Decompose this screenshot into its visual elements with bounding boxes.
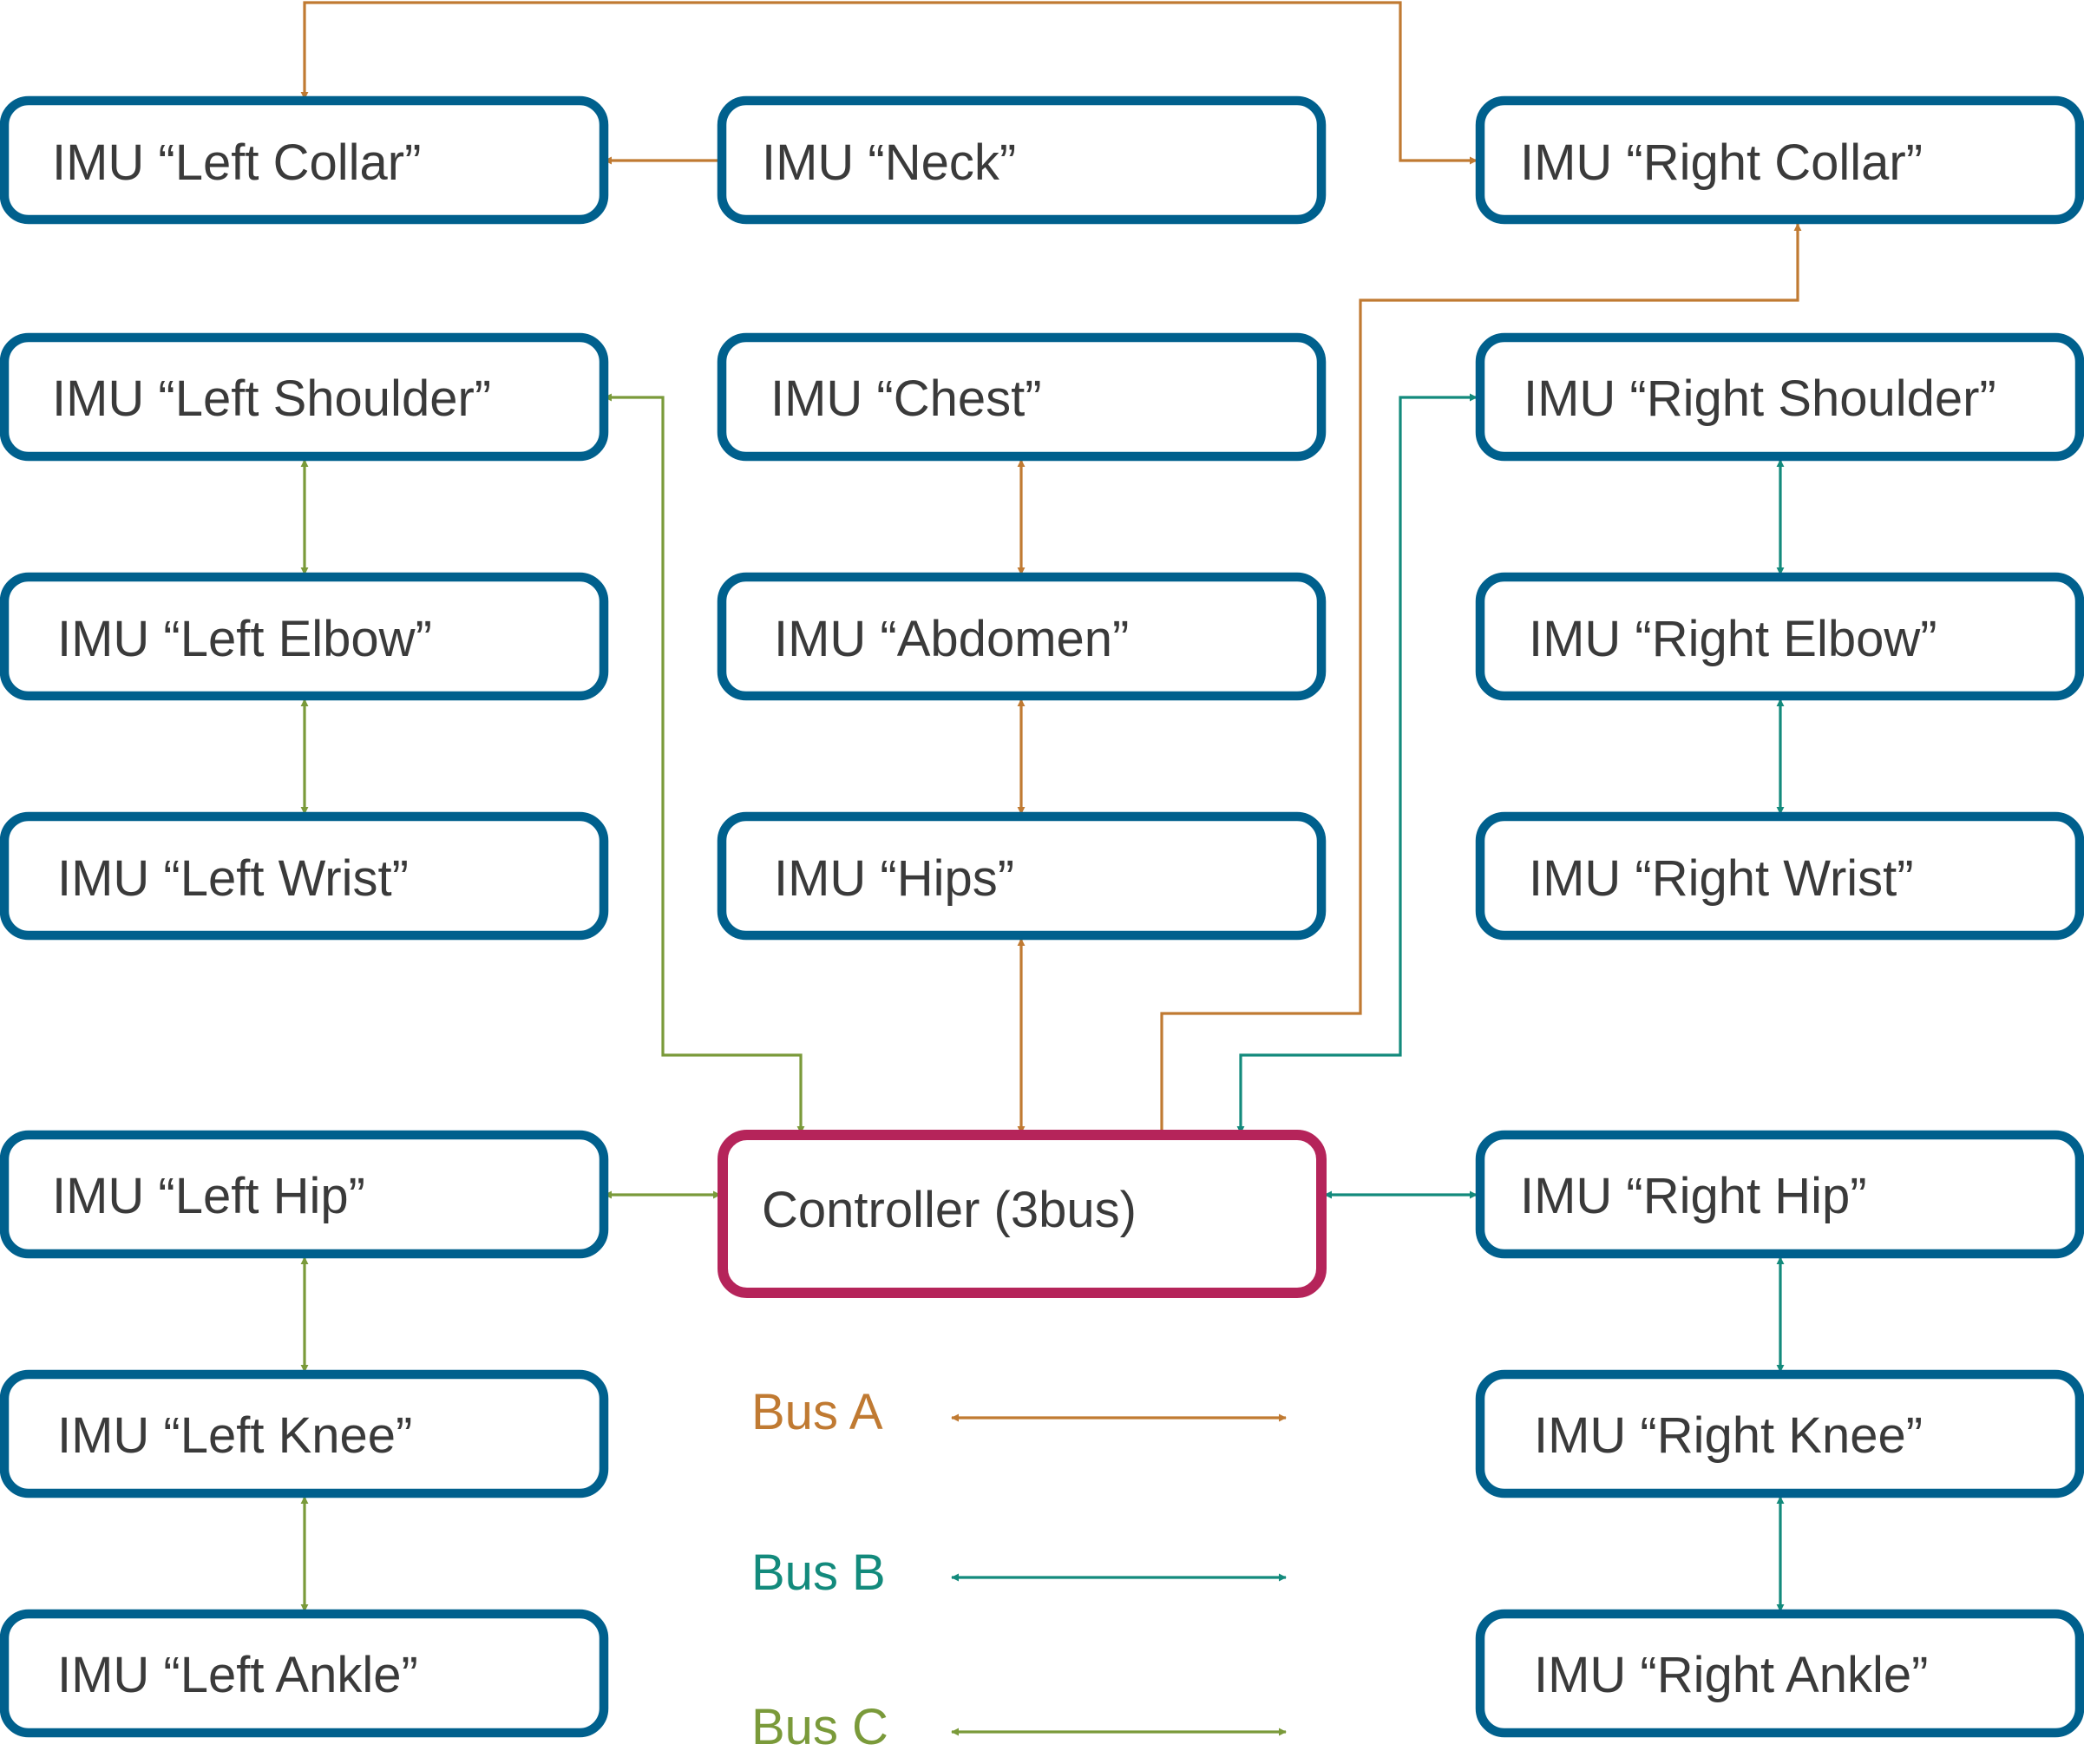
node-label: IMU “Left Collar” (52, 134, 421, 191)
wire-controller-rightshoulder (1236, 393, 1478, 1134)
node-left-collar: IMU “Left Collar” (0, 95, 609, 225)
legend-bus-b: Bus B (751, 1544, 1287, 1601)
legend-label-bus-a: Bus A (751, 1384, 883, 1440)
node-label: Controller (3bus) (762, 1182, 1137, 1238)
node-left-shoulder: IMU “Left Shoulder” (0, 332, 609, 462)
node-right-shoulder: IMU “Right Shoulder” (1475, 332, 2084, 462)
node-right-ankle: IMU “Right Ankle” (1475, 1609, 2084, 1738)
legend-label-bus-c: Bus C (751, 1699, 888, 1755)
wire-controller-leftshoulder (604, 393, 805, 1134)
node-chest: IMU “Chest” (717, 332, 1327, 462)
node-label: IMU “Right Shoulder” (1524, 371, 1996, 427)
legend-bus-c: Bus C (751, 1699, 1287, 1755)
node-label: IMU “Left Ankle” (57, 1647, 418, 1703)
node-label: IMU “Right Elbow” (1529, 611, 1937, 667)
node-abdomen: IMU “Abdomen” (717, 572, 1327, 701)
legend-bus-a: Bus A (751, 1384, 1287, 1440)
node-label: IMU “Neck” (762, 134, 1016, 191)
node-right-collar: IMU “Right Collar” (1475, 95, 2084, 225)
node-left-knee: IMU “Left Knee” (0, 1369, 609, 1498)
bus-b-wires (1236, 393, 1785, 1612)
legend: Bus A Bus B Bus C (751, 1384, 1287, 1755)
node-label: IMU “Left Hip” (52, 1168, 365, 1224)
node-right-wrist: IMU “Right Wrist” (1475, 811, 2084, 941)
node-label: IMU “Right Wrist” (1529, 850, 1914, 907)
node-left-ankle: IMU “Left Ankle” (0, 1609, 609, 1738)
node-label: IMU “Chest” (770, 371, 1042, 427)
node-hips: IMU “Hips” (717, 811, 1327, 941)
node-right-elbow: IMU “Right Elbow” (1475, 572, 2084, 701)
wire-top-loop (300, 1, 1478, 165)
node-label: IMU “Hips” (774, 850, 1014, 907)
node-label: IMU “Right Hip” (1520, 1168, 1867, 1224)
node-label: IMU “Right Knee” (1534, 1407, 1923, 1464)
bus-c-wires (300, 393, 805, 1612)
node-label: IMU “Left Elbow” (57, 611, 432, 667)
legend-label-bus-b: Bus B (751, 1544, 886, 1601)
node-neck: IMU “Neck” (717, 95, 1327, 225)
node-label: IMU “Left Knee” (57, 1407, 412, 1464)
node-left-elbow: IMU “Left Elbow” (0, 572, 609, 701)
node-label: IMU “Right Collar” (1520, 134, 1923, 191)
node-label: IMU “Abdomen” (774, 611, 1129, 667)
node-label: IMU “Left Wrist” (57, 850, 409, 907)
node-right-knee: IMU “Right Knee” (1475, 1369, 2084, 1498)
node-label: IMU “Right Ankle” (1534, 1647, 1928, 1703)
node-left-hip: IMU “Left Hip” (0, 1130, 609, 1259)
node-left-wrist: IMU “Left Wrist” (0, 811, 609, 941)
node-controller: Controller (3bus) (718, 1130, 1327, 1298)
node-label: IMU “Left Shoulder” (52, 371, 491, 427)
node-right-hip: IMU “Right Hip” (1475, 1130, 2084, 1259)
